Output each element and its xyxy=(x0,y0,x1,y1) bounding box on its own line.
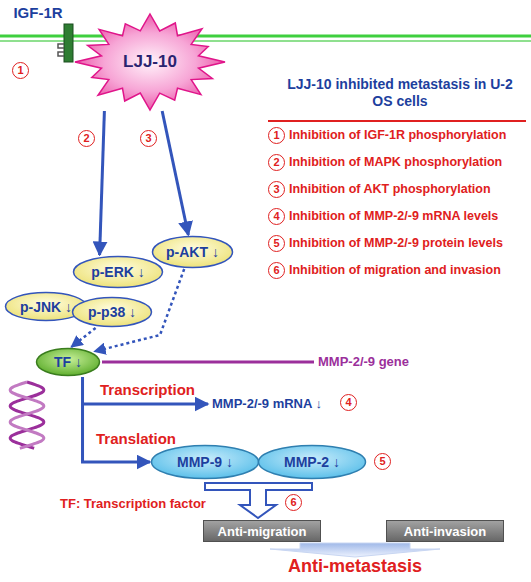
process-label: Translation xyxy=(96,430,176,448)
node-text: MMP-9 ↓ xyxy=(177,454,233,470)
signal-arrow xyxy=(162,111,188,235)
kinase-ellipse: p-ERK ↓ xyxy=(72,255,164,289)
list-item: Inhibition of IGF-1R phosphorylation xyxy=(289,128,506,142)
node-text: Anti-invasion xyxy=(404,524,486,539)
box-shape xyxy=(204,521,321,542)
callout-number: 4 xyxy=(340,394,357,411)
outcome-label: Anti-metastasis xyxy=(255,556,455,576)
callout-number: 5 xyxy=(374,453,391,470)
mrna-label: MMP-2/-9 mRNA ↓ xyxy=(212,396,322,412)
list-item: Inhibition of MAPK phosphorylation xyxy=(289,155,502,169)
divider-line xyxy=(268,120,526,122)
kinase-ellipse: p-p38 ↓ xyxy=(71,296,153,328)
callout-number: 6 xyxy=(268,262,285,279)
callout-number: 3 xyxy=(268,181,285,198)
compound-starburst: LJJ-10 xyxy=(74,13,226,111)
gene-label: MMP-2/-9 gene xyxy=(318,354,409,369)
callout-number: 1 xyxy=(12,62,29,79)
callout-number: 5 xyxy=(268,235,285,252)
node-text: IGF-1R xyxy=(13,4,62,21)
ellipse-shape xyxy=(153,237,233,268)
helix-strand xyxy=(10,382,44,448)
node-text: p-ERK ↓ xyxy=(91,264,145,280)
ellipse-shape xyxy=(74,257,163,288)
list-item: Inhibition of migration and invasion xyxy=(289,263,501,277)
signal-arrow xyxy=(71,328,95,347)
signal-arrow xyxy=(100,111,105,255)
callout-number: 6 xyxy=(285,494,302,511)
callout-number: 3 xyxy=(140,130,157,147)
outcome-box: Anti-invasion xyxy=(386,520,504,542)
list-item: Inhibition of AKT phosphorylation xyxy=(289,182,491,196)
fading-arrow xyxy=(270,543,440,557)
ellipse-shape xyxy=(73,298,152,327)
panel-title: LJJ-10 inhibited metastasis in U-2 OS ce… xyxy=(285,76,515,110)
callout-number: 4 xyxy=(268,208,285,225)
ellipse-shape xyxy=(37,349,100,376)
membrane-line xyxy=(0,35,531,38)
callout-number: 2 xyxy=(78,130,95,147)
node-text: MMP-2 ↓ xyxy=(284,454,340,470)
factor-ellipse: TF ↓ xyxy=(35,347,101,377)
transcription-arrow xyxy=(83,403,208,406)
process-label: Transcription xyxy=(100,381,195,399)
node-text: p-AKT ↓ xyxy=(166,244,219,260)
node-text: p-JNK ↓ xyxy=(20,299,72,315)
list-item: Inhibition of MMP-2/-9 protein levels xyxy=(289,236,503,250)
ellipse-shape xyxy=(152,446,259,479)
membrane-line xyxy=(0,40,531,42)
hollow-arrow xyxy=(205,483,312,518)
helix-strand xyxy=(10,382,44,448)
ellipse-shape xyxy=(259,446,366,479)
outcome-box: Anti-migration xyxy=(203,520,321,542)
callout-number: 1 xyxy=(268,127,285,144)
list-item: Inhibition of MMP-2/-9 mRNA levels xyxy=(289,209,498,223)
starburst-shape xyxy=(75,14,225,110)
receptor-phosphate-site xyxy=(58,44,64,56)
kinase-ellipse: p-AKT ↓ xyxy=(151,235,234,269)
receptor-symbol xyxy=(64,24,73,62)
box-shape xyxy=(387,521,504,542)
gene-line xyxy=(102,361,314,364)
node-text: LJJ-10 xyxy=(123,52,177,72)
enzyme-ellipse: MMP-9 ↓ xyxy=(150,444,260,480)
abbreviation-note: TF: Transcription factor xyxy=(60,496,206,511)
node-text: Anti-migration xyxy=(218,524,307,539)
node-text: TF ↓ xyxy=(54,354,82,370)
node-text: p-p38 ↓ xyxy=(88,304,136,320)
enzyme-ellipse: MMP-2 ↓ xyxy=(257,444,367,480)
receptor-label: IGF-1R xyxy=(6,1,70,24)
callout-number: 2 xyxy=(268,154,285,171)
dna-helix xyxy=(10,382,44,448)
